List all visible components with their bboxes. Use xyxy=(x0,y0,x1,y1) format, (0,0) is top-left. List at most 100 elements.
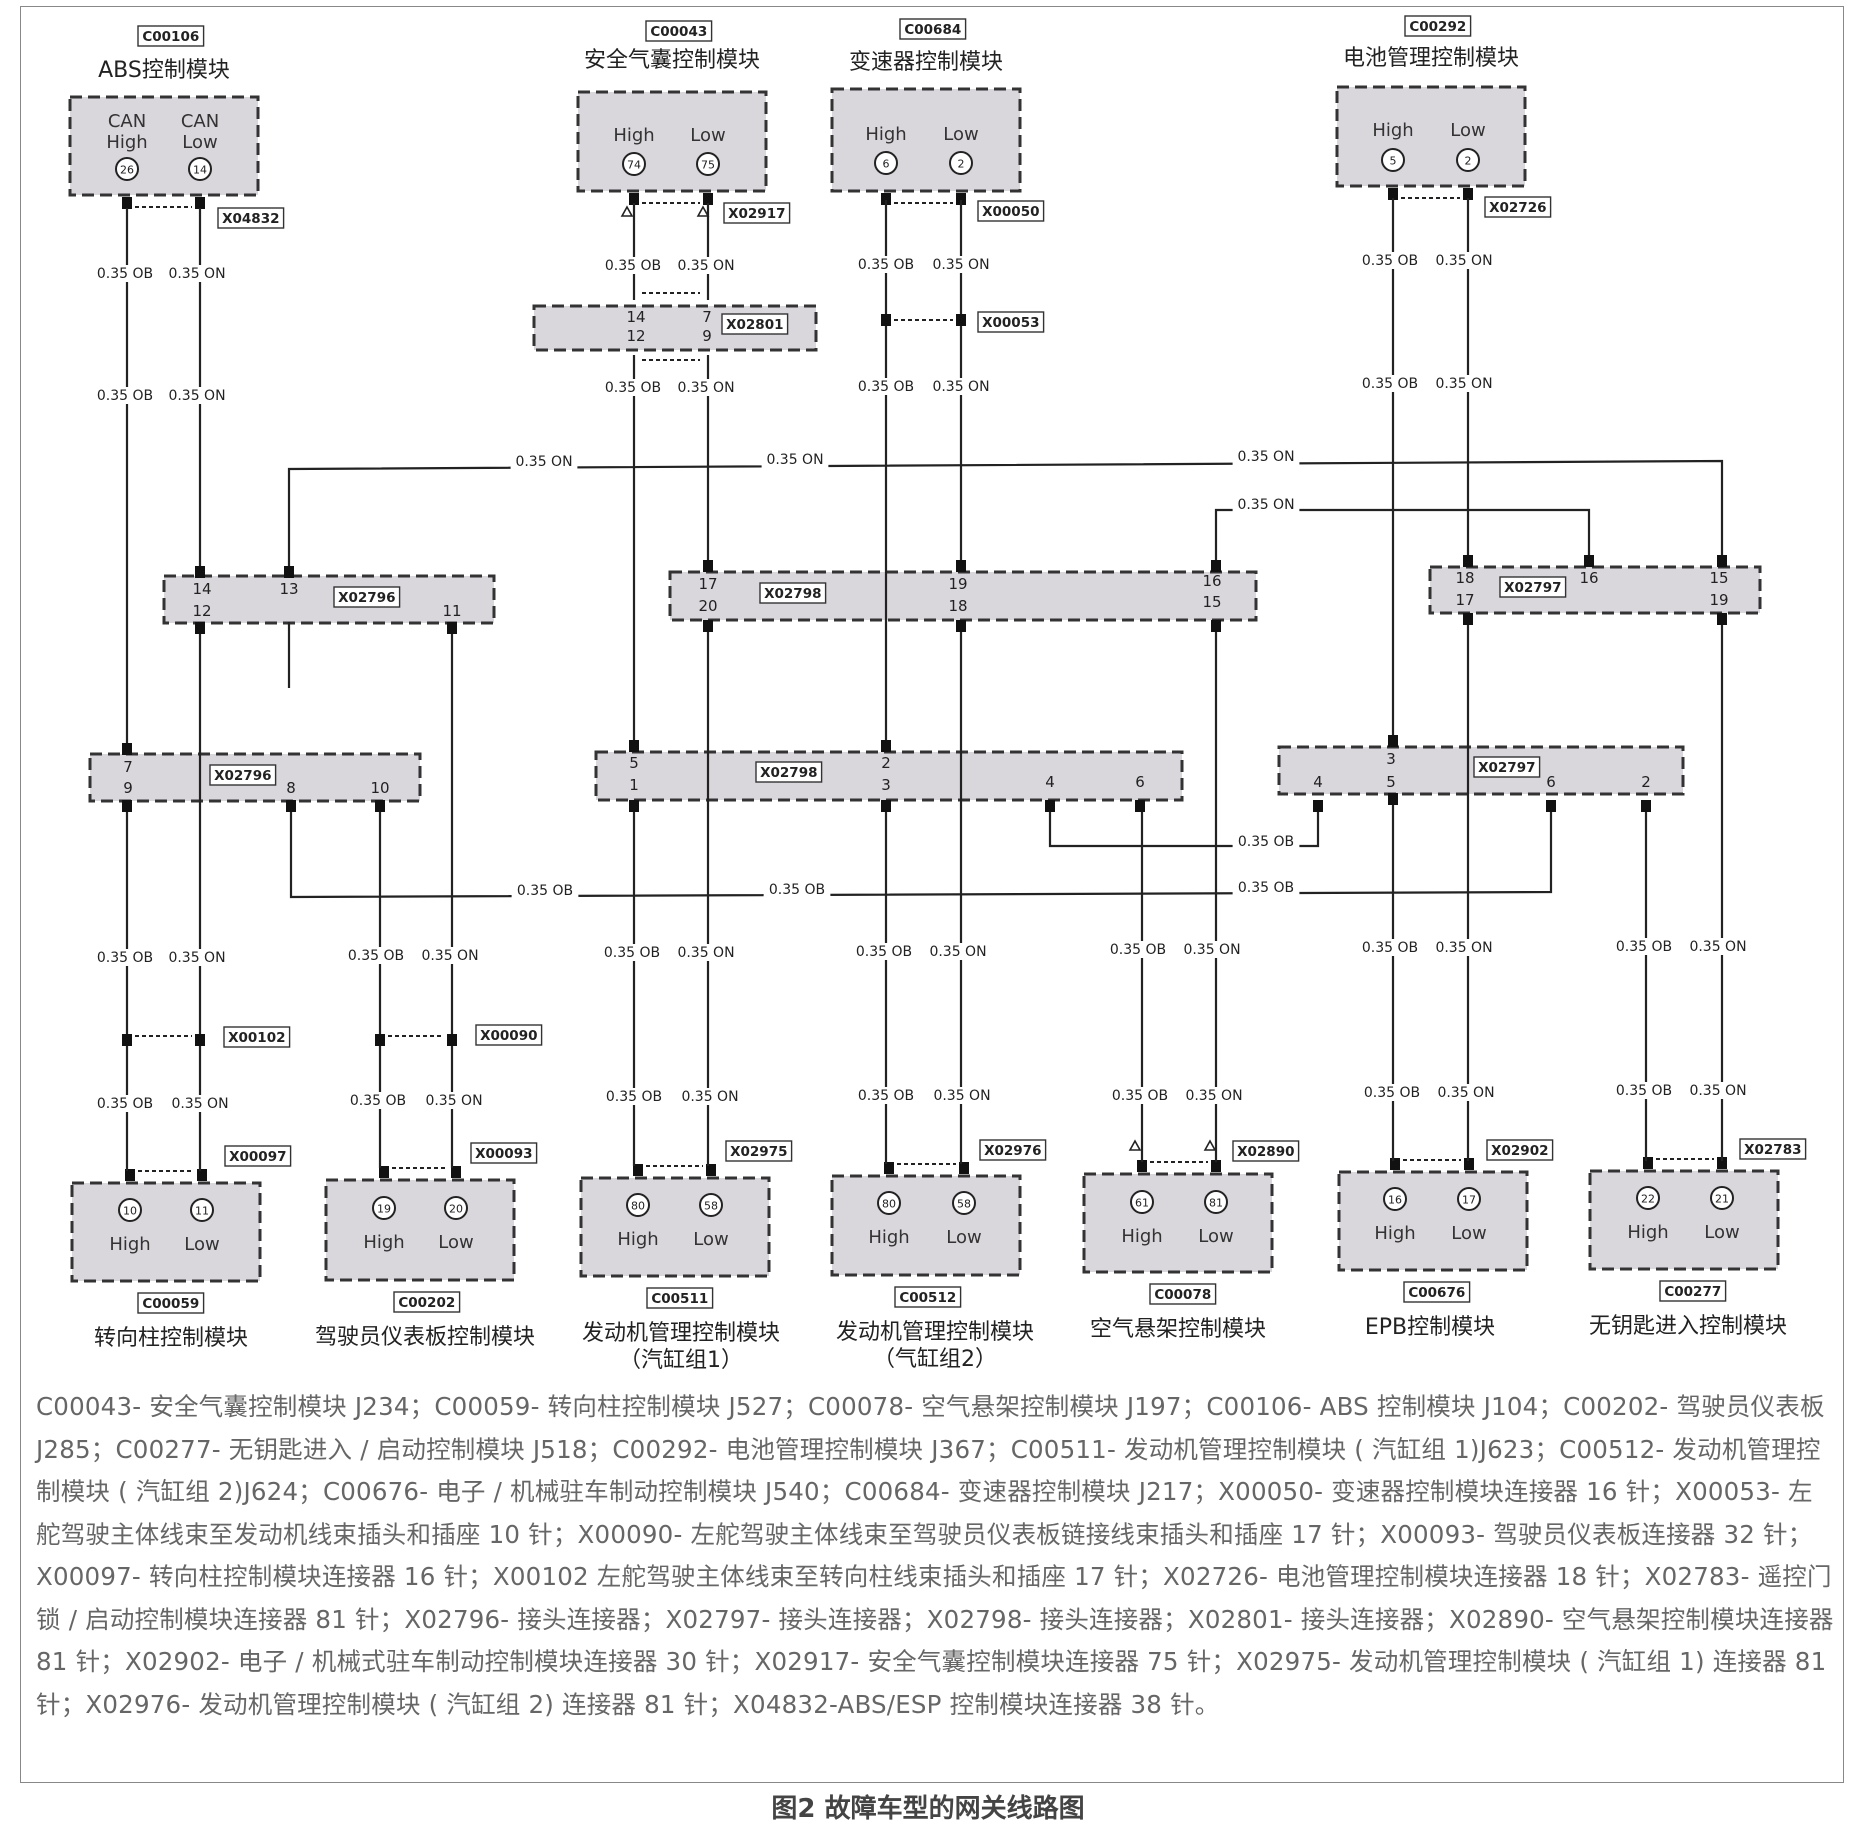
wire-label-on: 0.35 ON xyxy=(168,388,225,404)
abs-module-pin-label: High xyxy=(106,132,147,153)
air-suspension-module-title: 空气悬架控制模块 xyxy=(1090,1317,1266,1342)
engine-bank2-module-subtitle: （气缸组2） xyxy=(873,1347,997,1372)
engine-bank1-module-pin xyxy=(699,1193,723,1217)
abs-module-pin-label: CAN xyxy=(181,111,219,132)
junction-x02798-b-pin-number: 5 xyxy=(629,754,639,772)
keyless-module-connector xyxy=(1739,1138,1807,1160)
airbag-module-pin-label: 74 xyxy=(627,159,641,172)
wire-label-on: 0.35 ON xyxy=(1435,940,1492,956)
wire-label-ob: 0.35 OB xyxy=(858,257,914,273)
abs-module-code-label: C00106 xyxy=(142,29,199,45)
air-suspension-module-terminal xyxy=(1137,1160,1147,1172)
inline-x00102-label: X00102 xyxy=(228,1030,285,1046)
wire-label-on: 0.35 ON xyxy=(929,944,986,960)
junction-x02796-b-tag-label: X02796 xyxy=(214,768,271,784)
wire-label-on: 0.35 ON xyxy=(677,945,734,961)
engine-bank2-module-pin xyxy=(952,1191,976,1215)
abs-module-pin xyxy=(188,157,212,181)
junction-x02798-b-tag-label: X02798 xyxy=(760,765,817,781)
junction-terminal xyxy=(1045,800,1055,812)
wire-label-ob: 0.35 OB xyxy=(1362,253,1418,269)
dashboard-module-pin-label: 20 xyxy=(449,1203,463,1216)
dashboard-module-code xyxy=(393,1291,461,1313)
engine-bank1-module-code-label: C00511 xyxy=(651,1291,708,1307)
dashboard-module-title: 驾驶员仪表板控制模块 xyxy=(315,1325,535,1350)
inline-x00090-label: X00090 xyxy=(480,1028,537,1044)
shield-mark xyxy=(1128,1139,1142,1151)
terminal xyxy=(195,1034,205,1046)
diagram-frame xyxy=(20,6,1844,1783)
keyless-module-terminal xyxy=(1717,1157,1727,1169)
keyless-module-pin xyxy=(1636,1186,1660,1210)
inline-x00053 xyxy=(977,311,1045,333)
engine-bank1-module-pin-label: Low xyxy=(693,1229,728,1250)
wire-label-ob: 0.35 OB xyxy=(605,258,661,274)
keyless-module-box xyxy=(1588,1169,1780,1271)
wire-label-ob: 0.35 OB xyxy=(606,1089,662,1105)
keyless-module-pin-label: 22 xyxy=(1641,1193,1655,1206)
dashboard-module-pin xyxy=(372,1196,396,1220)
airbag-module-pin-label: Low xyxy=(690,125,725,146)
transmission-module-code-label: C00684 xyxy=(904,22,961,38)
junction-terminal xyxy=(956,620,966,632)
wire-label-ob: 0.35 OB xyxy=(97,388,153,404)
wire-label-on: 0.35 ON xyxy=(425,1093,482,1109)
wire-label-ob: 0.35 OB xyxy=(97,1096,153,1112)
abs-module-pin xyxy=(115,157,139,181)
epb-module-pin-label: Low xyxy=(1451,1223,1486,1244)
keyless-module-code xyxy=(1659,1280,1727,1302)
transmission-module-code xyxy=(899,18,967,40)
junction-x02796-a-pin-number: 12 xyxy=(192,602,211,620)
junction-x02801-tag xyxy=(721,313,789,335)
junction-x02798-a-pin-number: 20 xyxy=(698,597,717,615)
abs-module-pin-label: 26 xyxy=(120,164,134,177)
engine-bank1-module-pin xyxy=(626,1193,650,1217)
battery-module-pin-label: 5 xyxy=(1390,155,1397,168)
steering-module-terminal xyxy=(197,1169,207,1181)
junction-x02797-b-pin-number: 4 xyxy=(1313,773,1323,791)
steering-module-code-label: C00059 xyxy=(142,1296,199,1312)
wire-label-ob: 0.35 OB xyxy=(1364,1085,1420,1101)
junction-x02798-b-pin-number: 2 xyxy=(881,754,891,772)
wire-label-ob: 0.35 OB xyxy=(97,950,153,966)
battery-module-connector xyxy=(1484,196,1552,218)
figure-caption: 图2 故障车型的网关线路图 xyxy=(771,1794,1085,1824)
airbag-module-code xyxy=(645,20,713,42)
wire-label-ob: 0.35 OB xyxy=(604,945,660,961)
transmission-module-connector xyxy=(977,200,1045,222)
steering-module-pin-label: High xyxy=(109,1234,150,1255)
keyless-module-title: 无钥匙进入控制模块 xyxy=(1589,1314,1787,1339)
junction-x02797-b-pin-number: 6 xyxy=(1546,773,1556,791)
junction-terminal xyxy=(1211,560,1221,572)
junction-x02798-b-pin-number: 6 xyxy=(1135,773,1145,791)
transmission-module-pin-label: 6 xyxy=(883,158,890,171)
terminal xyxy=(122,1034,132,1046)
keyless-module-code-label: C00277 xyxy=(1664,1284,1721,1300)
battery-module-pin-label: 2 xyxy=(1465,155,1472,168)
junction-terminal xyxy=(284,566,294,578)
epb-module-connector xyxy=(1486,1139,1554,1161)
air-suspension-module-connector-label: X02890 xyxy=(1237,1144,1294,1160)
junction-terminal xyxy=(1211,620,1221,632)
wire-label-ob: 0.35 OB xyxy=(1110,942,1166,958)
airbag-module-connector-label: X02917 xyxy=(728,206,785,222)
air-suspension-module-pin-label: 81 xyxy=(1209,1197,1223,1210)
airbag-module-pin xyxy=(622,152,646,176)
engine-bank1-module-pin-label: High xyxy=(617,1229,658,1250)
wire-label-on: 0.35 ON xyxy=(1237,497,1294,513)
transmission-module-pin xyxy=(949,151,973,175)
junction-x02798-a-pin-number: 19 xyxy=(948,575,967,593)
junction-terminal xyxy=(881,800,891,812)
wire-label-on: 0.35 ON xyxy=(1237,449,1294,465)
junction-terminal xyxy=(286,800,296,812)
epb-module-code xyxy=(1403,1281,1471,1303)
terminal xyxy=(447,1034,457,1046)
wire-label-on: 0.35 ON xyxy=(168,950,225,966)
wire-label-on: 0.35 ON xyxy=(677,380,734,396)
junction-x02796-b-pin-number: 7 xyxy=(123,758,133,776)
dashboard-module-pin-label: 19 xyxy=(377,1203,391,1216)
junction-x02801-pin-number: 9 xyxy=(702,327,712,345)
dashboard-module-box xyxy=(324,1178,516,1282)
wire-label-on: 0.35 ON xyxy=(1435,376,1492,392)
air-suspension-module-code xyxy=(1149,1283,1217,1305)
